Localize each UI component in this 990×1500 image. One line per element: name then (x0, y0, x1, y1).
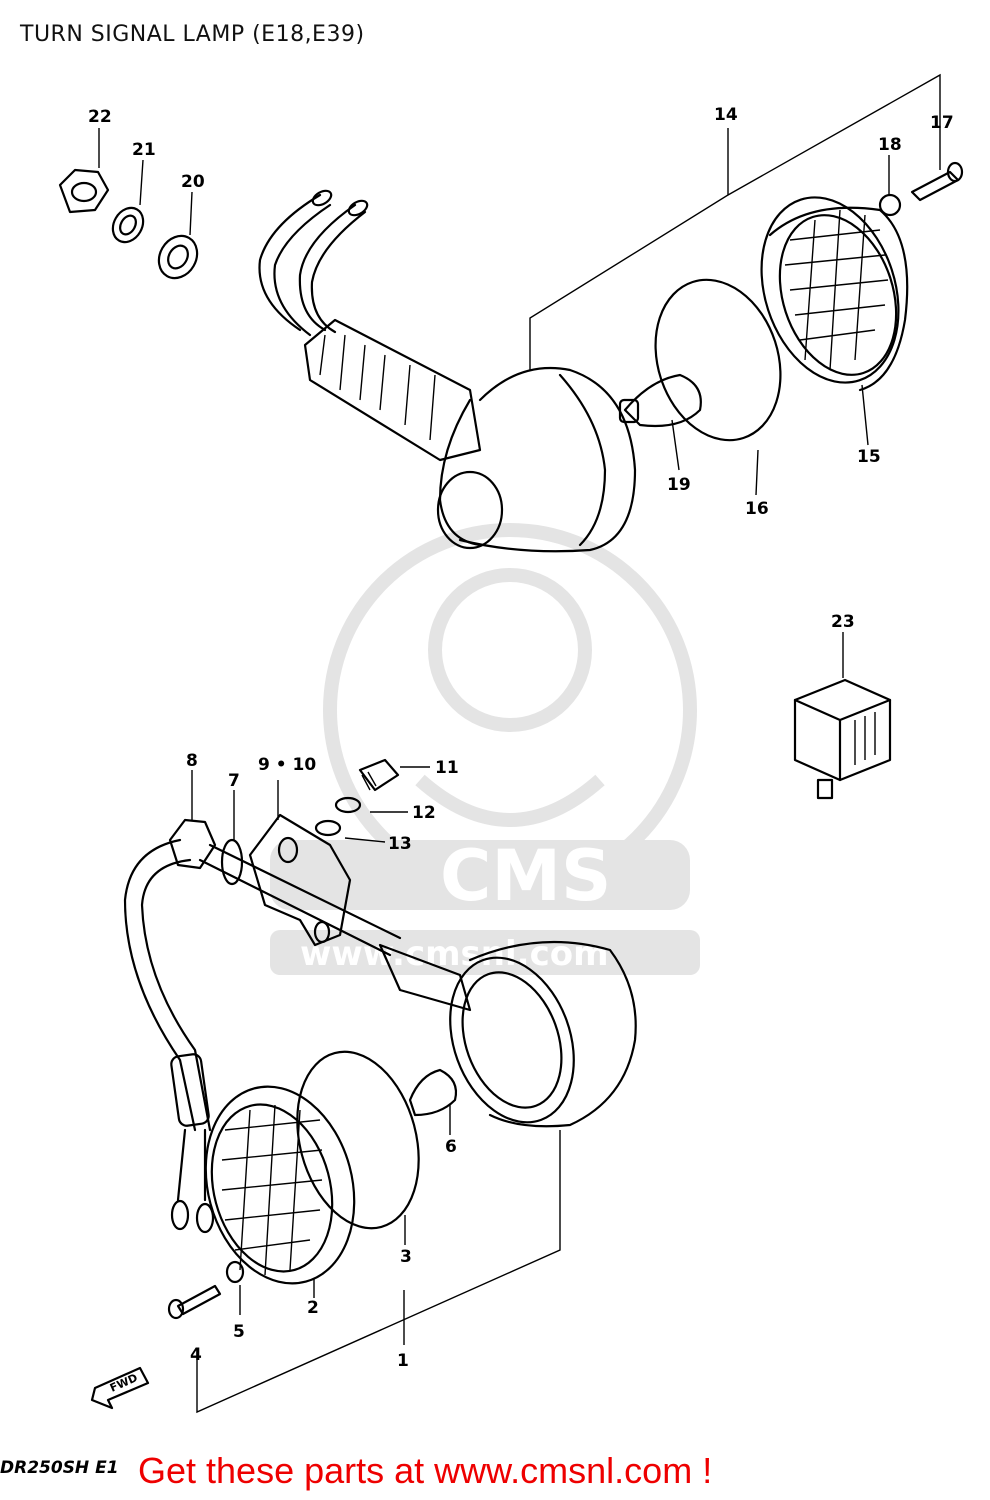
callout-18: 18 (878, 135, 902, 155)
forward-arrow: FWD (90, 1366, 150, 1410)
callout-12: 12 (412, 803, 436, 823)
get-parts-link[interactable]: Get these parts at www.cmsnl.com ! (138, 1450, 713, 1491)
model-code: DR250SH E1 (0, 1458, 119, 1478)
callout-1: 1 (397, 1351, 409, 1371)
callout-8: 8 (186, 751, 198, 771)
watermark-brand: CMS (440, 835, 611, 917)
callout-7: 7 (228, 771, 240, 791)
callout-14: 14 (714, 105, 738, 125)
page-title: TURN SIGNAL LAMP (E18,E39) (20, 22, 365, 47)
callout-16: 16 (745, 499, 769, 519)
callout-6: 6 (445, 1137, 457, 1157)
callout-15: 15 (857, 447, 881, 467)
callout-11: 11 (435, 758, 459, 778)
callout-3: 3 (400, 1247, 412, 1267)
callout-17: 17 (930, 113, 954, 133)
callout-labels: 1 2 3 4 5 6 7 8 9 • 10 11 12 13 14 15 16… (88, 105, 954, 1371)
callout-9-10: 9 • 10 (258, 755, 316, 775)
watermark-site: www.cmsnl.com (300, 934, 609, 974)
callout-13: 13 (388, 834, 412, 854)
lower-lamp-assembly (123, 758, 637, 1414)
callout-22: 22 (88, 107, 112, 127)
callout-20: 20 (181, 172, 205, 192)
callout-19: 19 (667, 475, 691, 495)
callout-2: 2 (307, 1298, 319, 1318)
callout-23: 23 (831, 612, 855, 632)
callout-21: 21 (132, 140, 156, 160)
upper-lamp-assembly (58, 73, 964, 553)
flasher-relay (793, 632, 892, 800)
watermark-logo (270, 523, 700, 975)
callout-4: 4 (190, 1345, 202, 1365)
callout-5: 5 (233, 1322, 245, 1342)
